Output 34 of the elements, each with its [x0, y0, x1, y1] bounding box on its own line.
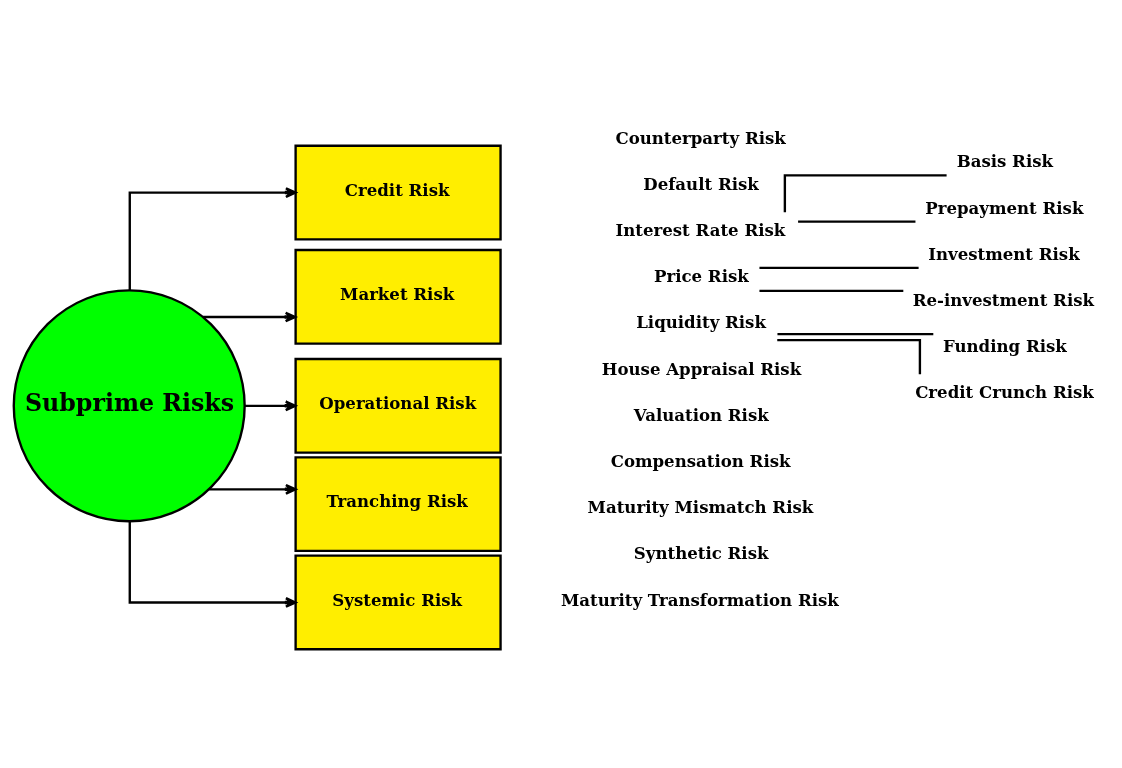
- node-label: Valuation Risk: [633, 404, 769, 425]
- node-label: Counterparty Risk: [615, 127, 786, 148]
- node-text: Credit Crunch Risk: [915, 381, 1094, 402]
- node-box: Tranching Risk: [294, 455, 502, 552]
- node-label: House Appraisal Risk: [601, 358, 802, 379]
- node-label: Default Risk: [643, 173, 759, 194]
- node-box: Systemic Risk: [294, 554, 502, 650]
- node-text: Prepayment Risk: [925, 197, 1084, 218]
- node-text: Liquidity Risk: [636, 311, 766, 332]
- node-text: Basis Risk: [956, 150, 1054, 171]
- arrow: [128, 186, 297, 290]
- node-label: Maturity Transformation Risk: [560, 589, 839, 610]
- connector: [759, 289, 904, 292]
- node-text: Re-investment Risk: [912, 289, 1094, 310]
- arrow: [128, 520, 297, 608]
- node-text: Price Risk: [653, 265, 749, 286]
- arrow: [203, 311, 297, 322]
- node-label: Compensation Risk: [610, 450, 791, 471]
- arrow: [209, 483, 297, 495]
- connector: [798, 219, 916, 223]
- connector: [759, 266, 919, 269]
- connector: [783, 173, 947, 212]
- arrow: [244, 399, 297, 411]
- node-box: Market Risk: [294, 248, 502, 345]
- node-box: Credit Risk: [294, 144, 502, 241]
- node-label: Maturity Mismatch Risk: [587, 496, 814, 517]
- node-text: Funding Risk: [943, 335, 1067, 356]
- connector: [777, 332, 934, 335]
- node-text: Investment Risk: [928, 243, 1080, 264]
- node-circle: Subprime Risks: [12, 288, 246, 522]
- node-box: Operational Risk: [294, 357, 502, 454]
- connector: [777, 338, 922, 374]
- node-text: Interest Rate Risk: [615, 219, 786, 240]
- node-label: Synthetic Risk: [633, 542, 769, 563]
